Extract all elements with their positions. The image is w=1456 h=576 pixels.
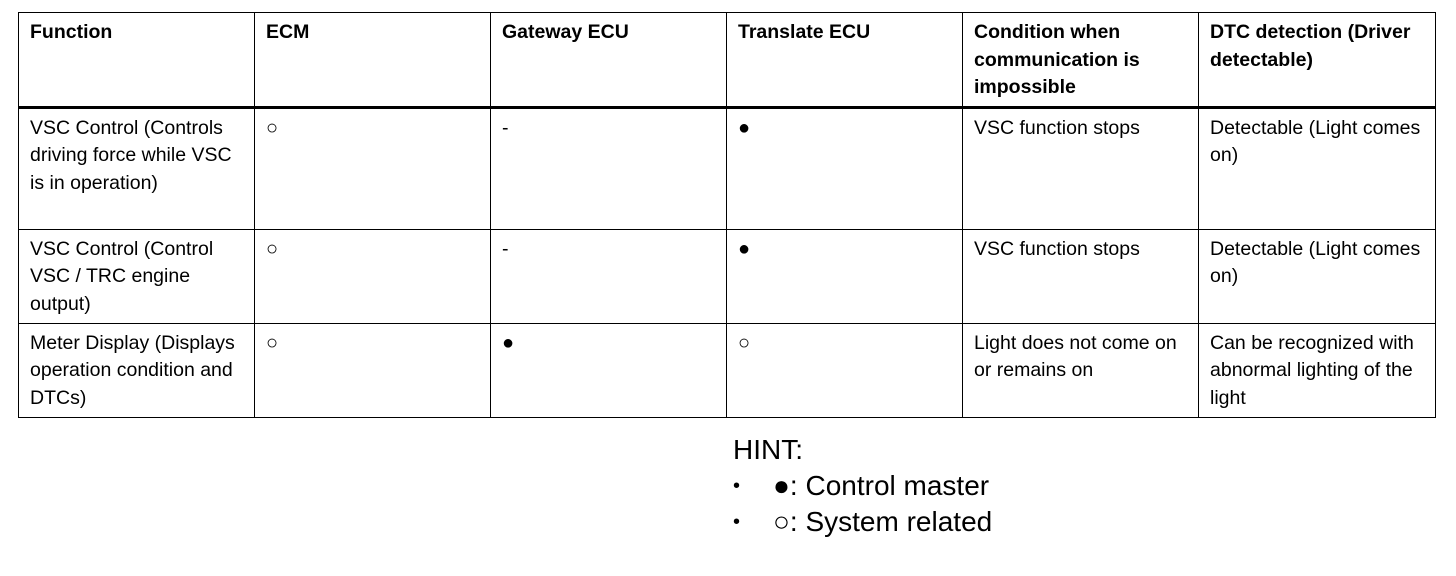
table-row: Meter Display (Displays operation condit… [18,322,1436,418]
header-translate-ecu: Translate ECU [726,12,963,109]
header-condition: Condition when communication is impossib… [962,12,1199,109]
table-header-row: Function ECM Gateway ECU Translate ECU C… [18,12,1436,109]
header-ecm: ECM [254,12,491,109]
hint-block: HINT: • ●: Control master • ○: System rela… [733,432,992,540]
cell-translate: ● [726,106,963,230]
table-row: VSC Control (Controls driving force whil… [18,106,1436,230]
hint-item-control-master: • ●: Control master [733,468,992,504]
bullet-icon: • [733,475,741,497]
cell-ecm: ○ [254,228,491,324]
hint-item-label: ○: System related [773,506,993,537]
cell-function: Meter Display (Displays operation condit… [18,322,255,418]
hint-title: HINT: [733,434,803,465]
hint-item-label: ●: Control master [773,470,990,501]
table-row: VSC Control (Control VSC / TRC engine ou… [18,228,1436,324]
cell-dtc: Detectable (Light comes on) [1198,228,1436,324]
cell-condition: Light does not come on or remains on [962,322,1199,418]
cell-function: VSC Control (Control VSC / TRC engine ou… [18,228,255,324]
cell-gateway: - [490,106,727,230]
cell-gateway: ● [490,322,727,418]
cell-translate: ○ [726,322,963,418]
bullet-icon: • [733,511,741,533]
header-function: Function [18,12,255,109]
cell-gateway: - [490,228,727,324]
cell-condition: VSC function stops [962,106,1199,230]
hint-item-system-related: • ○: System related [733,504,992,540]
header-gateway-ecu: Gateway ECU [490,12,727,109]
cell-function: VSC Control (Controls driving force whil… [18,106,255,230]
cell-dtc: Can be recognized with abnormal lighting… [1198,322,1436,418]
function-table: Function ECM Gateway ECU Translate ECU C… [18,12,1436,418]
header-dtc-detection: DTC detection (Driver detectable) [1198,12,1436,109]
cell-condition: VSC function stops [962,228,1199,324]
cell-translate: ● [726,228,963,324]
cell-dtc: Detectable (Light comes on) [1198,106,1436,230]
cell-ecm: ○ [254,322,491,418]
cell-ecm: ○ [254,106,491,230]
